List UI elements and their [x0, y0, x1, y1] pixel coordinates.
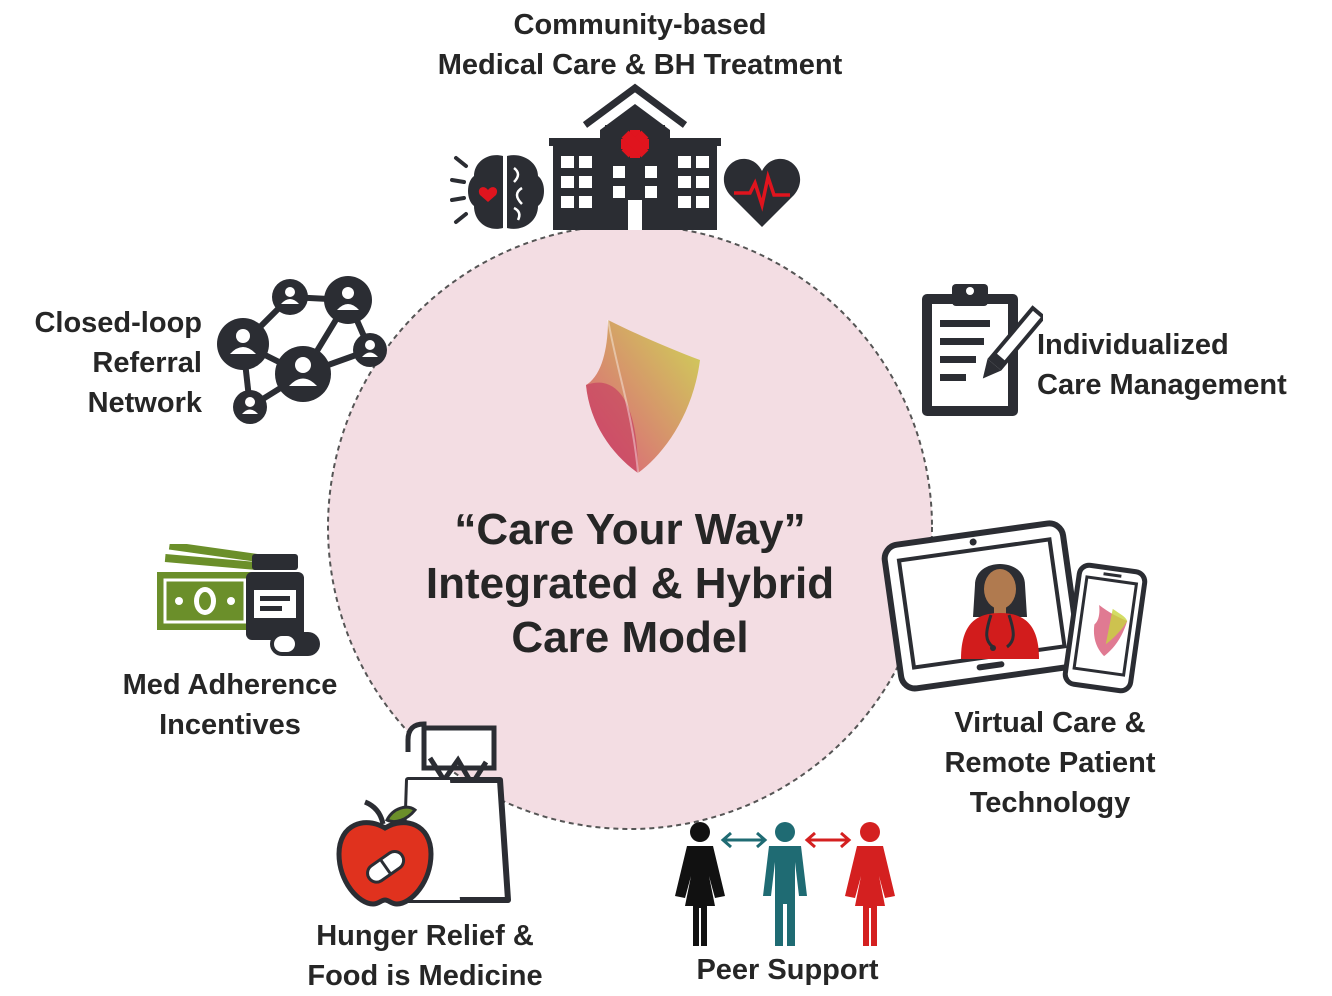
people-icon	[675, 822, 895, 946]
model-title-line3: Care Model	[511, 613, 749, 662]
model-title-line2: Integrated & Hybrid	[425, 559, 835, 608]
heart-pulse-icon	[723, 158, 801, 227]
model-title: “Care Your Way” Integrated & Hybrid Care…	[330, 503, 930, 665]
logo-shield	[586, 319, 700, 474]
peer-support-label: Peer Support	[696, 954, 879, 986]
doctor-avatar	[961, 564, 1039, 659]
med-adherence-label: Med Adherence Incentives	[122, 669, 338, 741]
hospital-icon	[549, 83, 721, 230]
care-management-label: Individualized Care Management	[1037, 329, 1287, 401]
model-title-line1: “Care Your Way”	[454, 505, 806, 554]
pill-bottle-icon	[246, 554, 320, 656]
hunger-relief-label: Hunger Relief & Food is Medicine	[307, 920, 543, 992]
brain-icon	[450, 155, 544, 229]
network-icon	[217, 276, 387, 424]
referral-network-label: Closed-loop Referral Network	[34, 307, 202, 419]
phone-icon	[1062, 562, 1148, 694]
money-icon	[157, 544, 262, 630]
apple-icon	[336, 799, 434, 907]
clipboard-icon	[922, 284, 1043, 416]
virtual-care-label: Virtual Care & Remote Patient Technology	[944, 707, 1156, 819]
community-care-label: Community-based Medical Care & BH Treatm…	[437, 9, 843, 81]
